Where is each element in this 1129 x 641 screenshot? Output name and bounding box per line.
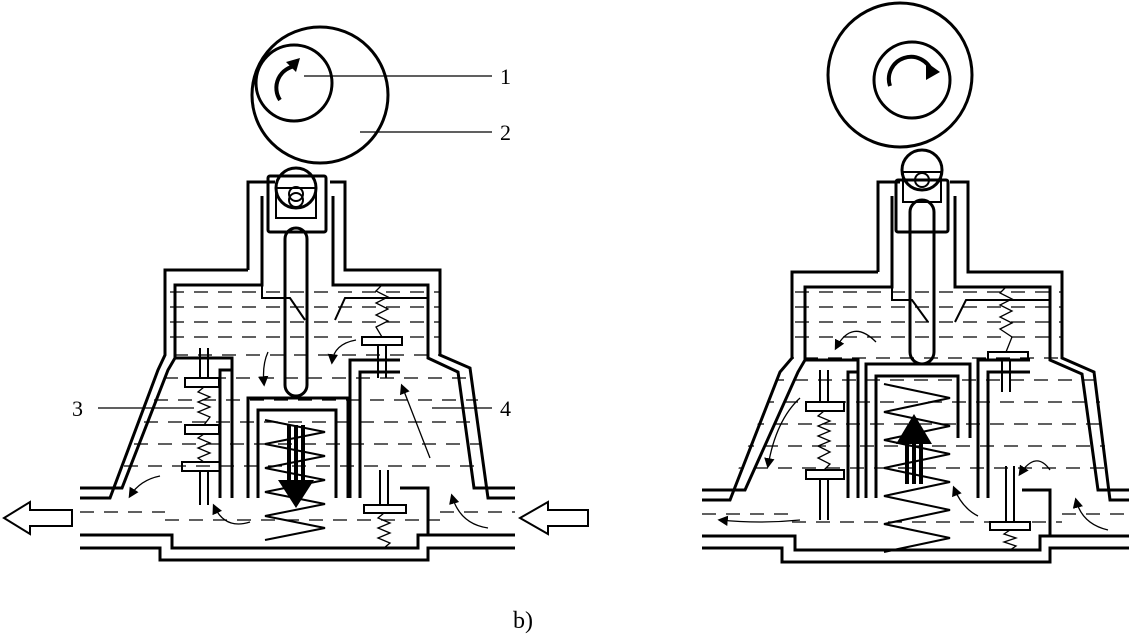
pump-chamber	[246, 396, 350, 498]
main-spring	[264, 419, 326, 541]
flow-arrows-right	[717, 330, 1109, 531]
roller-pin-center	[288, 192, 304, 208]
cam-eccentric-right	[826, 1, 974, 149]
roller-pin-right	[914, 172, 930, 188]
left-view: 1 2 3 4	[2, 25, 589, 562]
inlet-valve-assembly	[348, 284, 430, 549]
bottom-channel-right	[702, 534, 1129, 552]
rotation-ccw-icon	[274, 58, 300, 102]
plunger-rod	[283, 226, 309, 398]
housing-outer	[80, 180, 515, 562]
tappet-body	[275, 187, 317, 219]
outlet-arrow	[2, 500, 73, 536]
right-view	[702, 1, 1129, 564]
cam-eccentric	[250, 25, 390, 165]
inlet-valve-assembly-right	[976, 286, 1052, 551]
piston-bore	[261, 285, 428, 321]
plunger-direction-arrow-right	[896, 414, 932, 484]
tappet-guide	[266, 174, 328, 234]
flow-arrows	[128, 339, 489, 529]
housing-outer-right	[702, 180, 1129, 564]
callout-1: 1	[500, 64, 511, 89]
bottom-channel	[80, 533, 515, 550]
callout-3: 3	[72, 396, 83, 421]
outlet-valve-assembly	[175, 348, 234, 505]
camshaft	[254, 43, 334, 123]
callout-4: 4	[500, 396, 511, 421]
inlet-arrow	[517, 500, 589, 536]
figure-caption: b)	[513, 608, 533, 634]
roller-follower-right	[900, 148, 944, 192]
main-spring-right	[883, 383, 951, 553]
rotation-cw-icon	[886, 54, 940, 87]
tappet-guide-right	[894, 178, 950, 234]
plunger-direction-arrow	[278, 425, 314, 508]
camshaft-right	[872, 40, 952, 120]
piston-bore-right	[891, 287, 1050, 323]
pump-chamber-right	[864, 362, 972, 498]
callout-2: 2	[500, 120, 511, 145]
outlet-valve-assembly-right	[805, 358, 860, 520]
plunger-rod-right	[908, 198, 936, 366]
